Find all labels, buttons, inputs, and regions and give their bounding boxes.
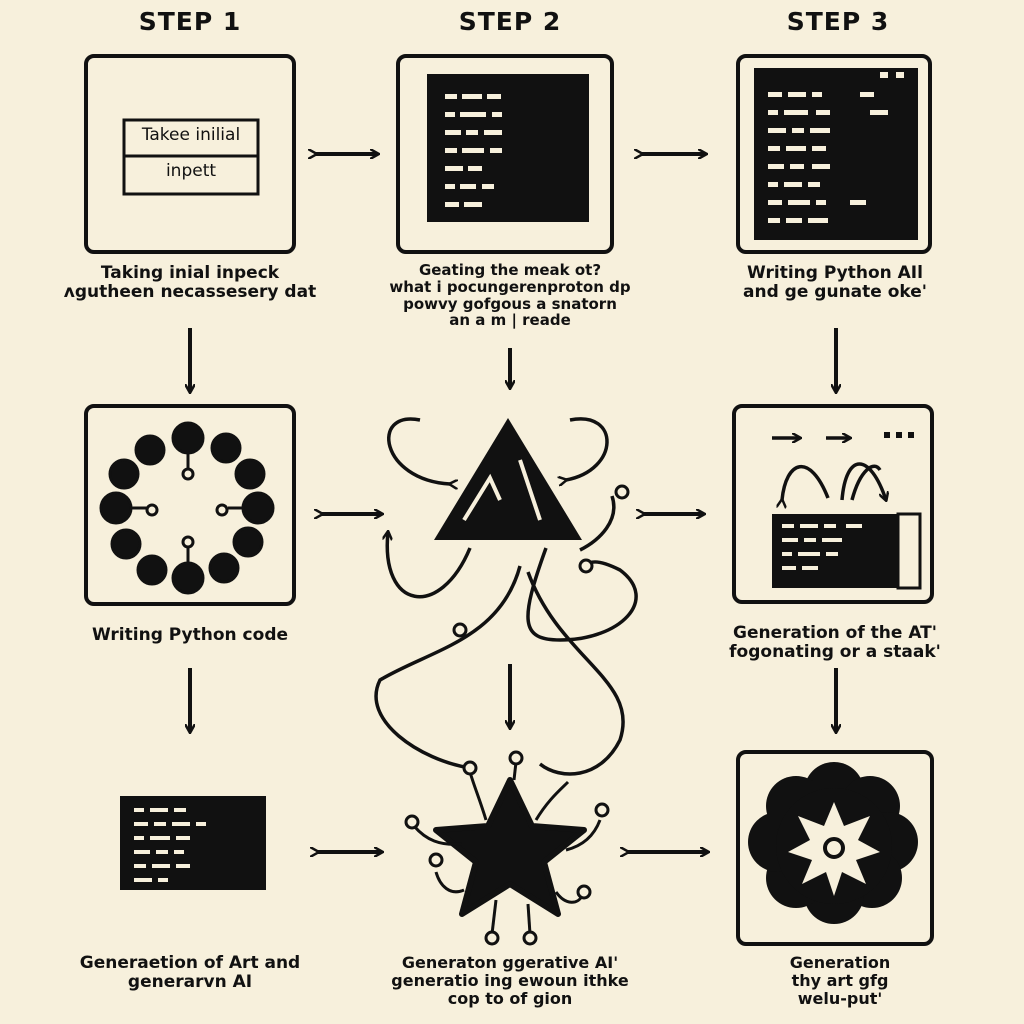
output-flower-box xyxy=(736,750,934,946)
output-flower xyxy=(748,762,918,924)
code-lines xyxy=(445,94,502,207)
input-box-line1: Takee inilial xyxy=(141,125,241,145)
python-editor-box xyxy=(736,54,932,254)
step-2-heading: STEP 2 xyxy=(458,7,562,36)
central-triangle xyxy=(434,418,582,540)
ai-generation-arrows xyxy=(772,438,886,500)
circle-network xyxy=(99,421,275,595)
caption-art-generation: Generaetion of Art and generarvn AI xyxy=(79,953,301,993)
down-arrows xyxy=(190,328,836,732)
caption-step3-python: Writing Python AIl and ge gunate oke' xyxy=(743,263,927,303)
caption-python-code: Writing Python code xyxy=(91,625,289,645)
looping-arrows xyxy=(374,417,638,776)
caption-generative-ai: Generaton ggerative AI' generatio ing ew… xyxy=(391,953,629,1008)
input-box-line2: inpett xyxy=(165,161,217,181)
code-window-box xyxy=(396,54,614,254)
art-code-screen xyxy=(120,796,266,890)
loop-nodes xyxy=(452,484,630,638)
art-code-lines xyxy=(134,808,206,882)
caption-output: Generation thy art gfg welu-put' xyxy=(789,953,891,1008)
step-1-heading: STEP 1 xyxy=(138,7,242,36)
ai-generation-box xyxy=(732,404,934,604)
step-3-heading: STEP 3 xyxy=(786,7,890,36)
circle-network-box xyxy=(84,404,296,606)
python-editor-lines xyxy=(768,72,904,223)
caption-ai-generation: Generation of the AT' fogonating or a st… xyxy=(729,623,941,663)
caption-step1-input: Taking inial inpeck ʌgutheen necassesery… xyxy=(63,263,317,303)
input-box xyxy=(84,54,296,254)
caption-step2-input: Geating the meak ot? what i pocungerenpr… xyxy=(389,261,631,330)
generative-star xyxy=(404,750,610,946)
